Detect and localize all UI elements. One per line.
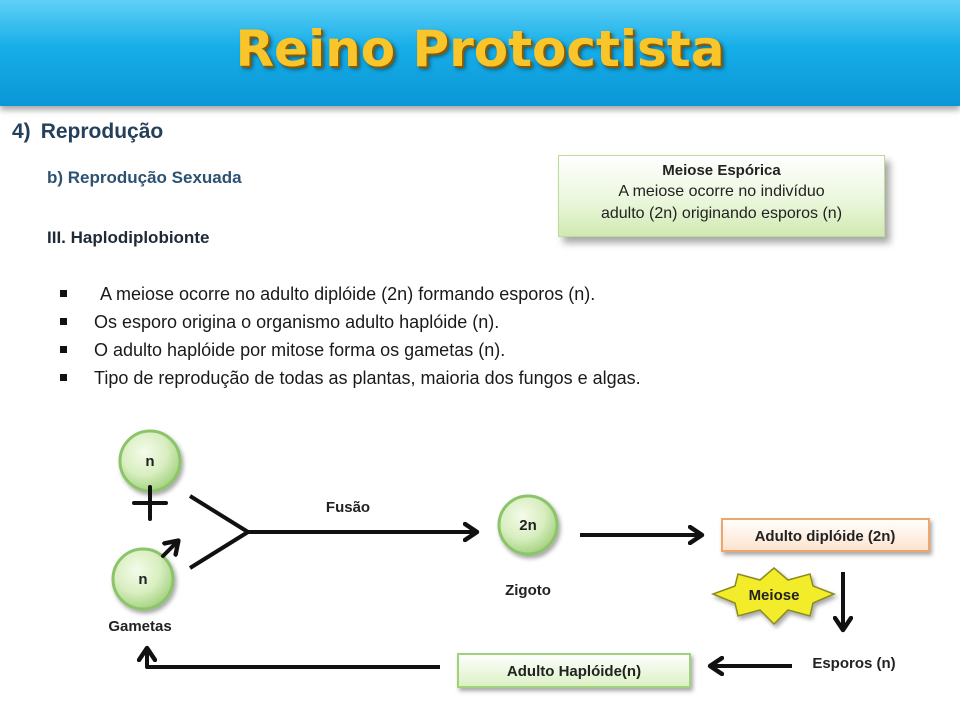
zygote-label: Zigoto xyxy=(505,582,551,599)
subsection-heading: b) Reprodução Sexuada xyxy=(47,168,242,187)
gametes-label: Gametas xyxy=(108,618,171,635)
zygote-cell-label: 2n xyxy=(519,517,537,534)
gamete-top-cell: n xyxy=(118,429,182,493)
fusion-converge-lines xyxy=(188,494,250,570)
gamete-bottom-label: n xyxy=(138,571,147,588)
bullet-text: Tipo de reprodução de todas as plantas, … xyxy=(94,368,641,388)
slide-title: Reino Protoctista xyxy=(235,20,725,78)
gamete-top-label: n xyxy=(145,453,154,470)
bullet-text: Os esporo origina o organismo adulto hap… xyxy=(94,312,500,332)
fusion-label: Fusão xyxy=(326,499,370,516)
bullet-square-icon xyxy=(60,318,67,325)
bullet-item: Tipo de reprodução de todas as plantas, … xyxy=(58,364,641,392)
haploid-adult-label: Adulto Haplóide(n) xyxy=(507,663,641,680)
haploid-adult-box: Adulto Haplóide(n) xyxy=(457,653,691,688)
spores-label: Esporos (n) xyxy=(812,655,895,672)
bullet-item: A meiose ocorre no adulto diplóide (2n) … xyxy=(58,280,641,308)
bullet-text: O adulto haplóide por mitose forma os ga… xyxy=(94,340,506,360)
bullet-list: A meiose ocorre no adulto diplóide (2n) … xyxy=(58,280,641,392)
section-title: Reprodução xyxy=(40,120,164,143)
callout-body: A meiose ocorre no indivíduo adulto (2n)… xyxy=(559,181,884,225)
section-number: 4) xyxy=(12,120,31,143)
meiosis-label: Meiose xyxy=(749,587,800,604)
bullet-item: O adulto haplóide por mitose forma os ga… xyxy=(58,336,641,364)
subsubsection-heading: III. Haplodiplobionte xyxy=(47,228,210,247)
diploid-adult-box: Adulto diplóide (2n) xyxy=(721,518,930,552)
callout-line-2: adulto (2n) originando esporos (n) xyxy=(600,205,843,222)
to-gametes-arrow xyxy=(147,650,440,669)
bullet-square-icon xyxy=(60,374,67,381)
meiosis-starburst: Meiose xyxy=(710,567,836,626)
section-heading: 4) Reprodução xyxy=(12,120,163,144)
bullet-square-icon xyxy=(60,346,67,353)
plus-icon xyxy=(132,485,168,521)
zygote-cell: 2n xyxy=(497,494,559,556)
meiose-esporica-callout: Meiose Espórica A meiose ocorre no indiv… xyxy=(558,155,885,237)
gamete-join-arrow xyxy=(161,542,177,558)
bullet-text: A meiose ocorre no adulto diplóide (2n) … xyxy=(100,284,596,304)
diploid-adult-label: Adulto diplóide (2n) xyxy=(755,528,896,545)
bullet-square-icon xyxy=(60,290,67,297)
bullet-item: Os esporo origina o organismo adulto hap… xyxy=(58,308,641,336)
title-banner: Reino Protoctista xyxy=(0,0,960,106)
callout-title: Meiose Espórica xyxy=(662,162,781,179)
gamete-bottom-cell: n xyxy=(111,547,175,611)
callout-line-1: A meiose ocorre no indivíduo xyxy=(618,183,825,200)
